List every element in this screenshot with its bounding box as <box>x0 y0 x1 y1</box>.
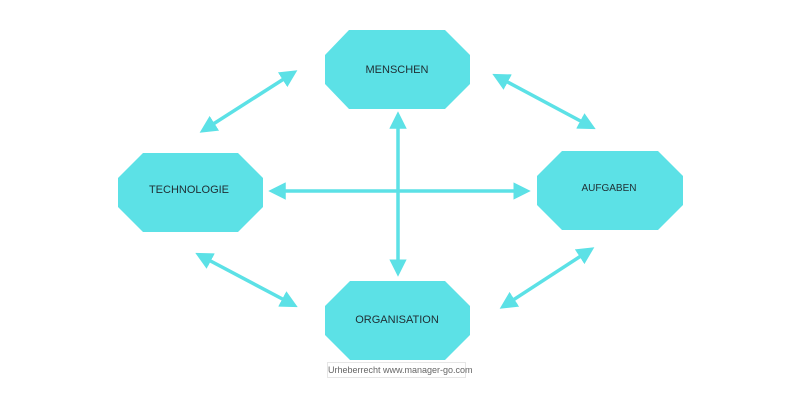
copyright-notice: Urheberrecht www.manager-go.com <box>327 362 473 378</box>
arrow-organisation-aufgaben <box>499 247 595 309</box>
node-aufgaben-shape <box>537 151 683 230</box>
node-technologie-shape <box>118 153 263 232</box>
arrow-technologie-menschen <box>199 70 298 133</box>
node-aufgaben-label: AUFGABEN <box>581 183 636 194</box>
node-organisation-label: ORGANISATION <box>355 314 439 326</box>
arrow-menschen-aufgaben <box>492 73 596 130</box>
arrow-technologie-organisation <box>195 252 298 308</box>
node-menschen-label: MENSCHEN <box>366 64 429 76</box>
node-menschen-shape <box>325 30 470 109</box>
node-organisation-shape <box>325 281 470 360</box>
node-technologie-label: TECHNOLOGIE <box>149 184 229 196</box>
